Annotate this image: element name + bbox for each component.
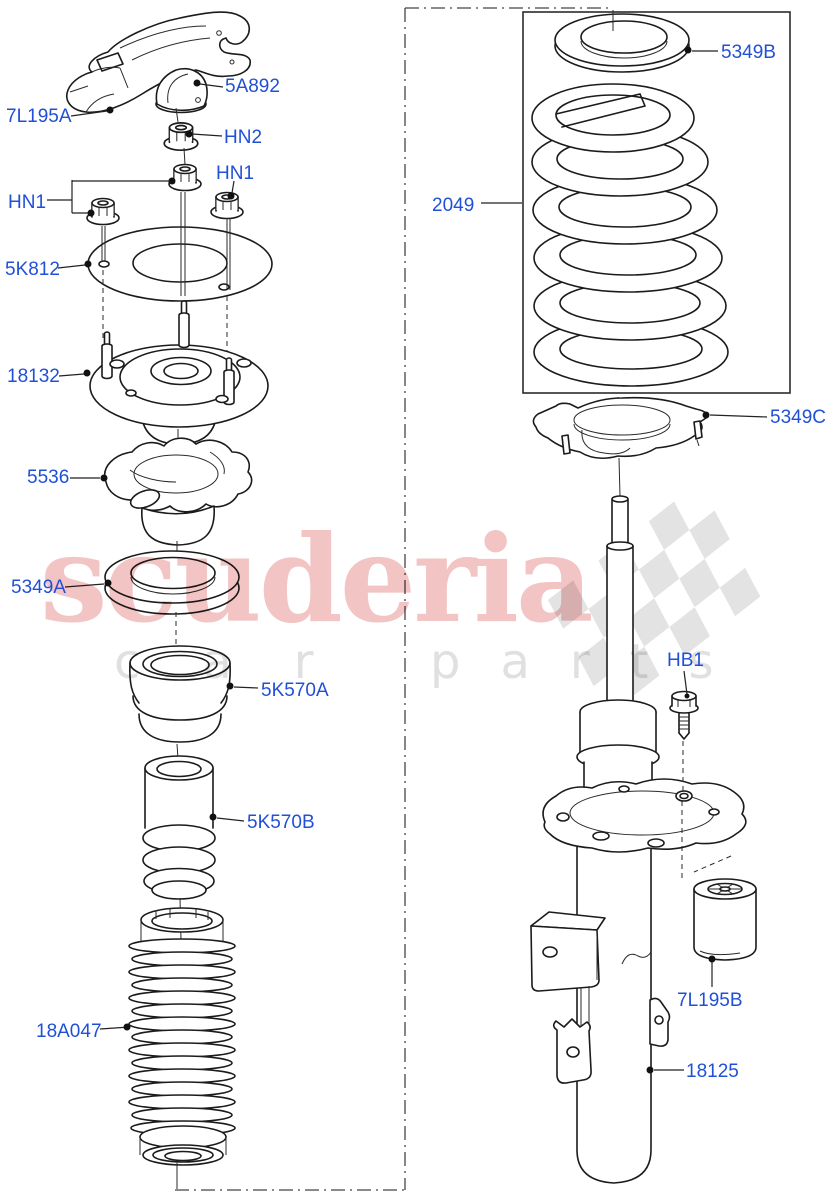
part-label-5349B[interactable]: 5349B: [721, 42, 776, 63]
part-label-HN2[interactable]: HN2: [224, 127, 263, 148]
dust-cover-bellows-18A047: [128, 907, 236, 1189]
part-label-18132[interactable]: 18132: [7, 366, 60, 387]
part-label-7L195B[interactable]: 7L195B: [677, 990, 743, 1011]
spring-detail-box: [522, 11, 791, 394]
part-label-5A892[interactable]: 5A892: [225, 76, 280, 97]
spring-seat-5349C: [532, 396, 708, 497]
bolt-HB1: [669, 690, 699, 878]
strut-top-mount-18132: [89, 300, 269, 445]
leader-lines: [47, 46, 768, 1074]
part-label-7L195A[interactable]: 7L195A: [6, 106, 72, 127]
part-label-5536[interactable]: 5536: [27, 467, 70, 488]
coil-spring-2049: [531, 83, 729, 387]
part-label-HB1[interactable]: HB1: [667, 650, 704, 671]
bump-stop-5K570B: [142, 743, 216, 941]
part-label-2049[interactable]: 2049: [432, 195, 475, 216]
panel-borders: [175, 7, 610, 1191]
front-strut-18125: [530, 495, 747, 1184]
part-label-5K570A[interactable]: 5K570A: [261, 680, 329, 701]
part-label-18A047[interactable]: 18A047: [36, 1021, 102, 1042]
top-mount-bracket-7L195A: [66, 11, 251, 114]
part-label-5K812[interactable]: 5K812: [5, 259, 60, 280]
bump-stop-5K570A: [129, 645, 231, 743]
upper-seat-bracket-5536: [103, 437, 253, 577]
spring-isolator-5349A: [104, 550, 240, 644]
part-label-HN1-left[interactable]: HN1: [8, 192, 47, 213]
part-label-18125[interactable]: 18125: [686, 1061, 739, 1082]
mount-cap-5A892: [155, 68, 208, 123]
part-label-5349C[interactable]: 5349C: [770, 407, 826, 428]
spring-isolator-5349B: [554, 10, 690, 73]
part-label-HN1-right[interactable]: HN1: [216, 163, 255, 184]
part-label-5K570B[interactable]: 5K570B: [247, 812, 315, 833]
part-label-5349A[interactable]: 5349A: [11, 577, 66, 598]
mount-plate-5K812: [87, 192, 273, 360]
bushing-7L195B: [693, 855, 757, 961]
